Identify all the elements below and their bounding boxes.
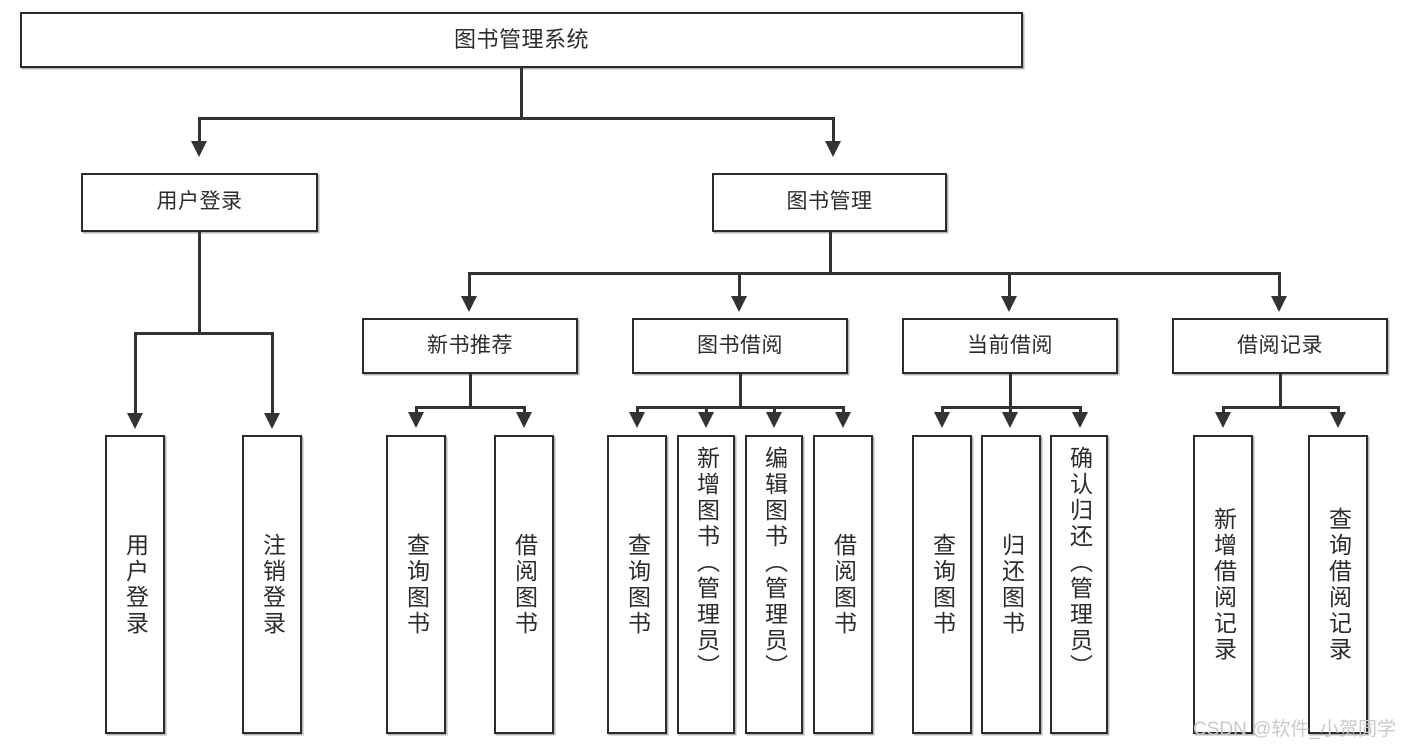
- connector-login-bar: [134, 332, 273, 335]
- connector-login-to-leaf-0: [134, 332, 137, 417]
- leaf-borrow-edit-admin[interactable]: 编辑图书（管理员）: [745, 435, 803, 734]
- arrowhead-login-leaf-1: [264, 413, 280, 429]
- node-label: 图书管理系统: [453, 27, 589, 53]
- arrowhead-login-leaf-0: [127, 413, 143, 429]
- node-book-borrow[interactable]: 图书借阅: [632, 318, 848, 374]
- leaf-label: 归还图书: [998, 532, 1025, 637]
- leaf-user-login-login[interactable]: 用户登录: [105, 435, 165, 734]
- leaf-current-query[interactable]: 查询图书: [912, 435, 972, 734]
- arrowhead-borrow-leaf-2: [766, 412, 782, 428]
- connector-manage-to-l3-1: [738, 272, 741, 300]
- node-user-login[interactable]: 用户登录: [81, 173, 318, 232]
- csdn-watermark: CSDN @软件_小贺同学: [1193, 719, 1396, 740]
- leaf-user-login-logout[interactable]: 注销登录: [242, 435, 302, 734]
- node-borrow-records[interactable]: 借阅记录: [1172, 318, 1388, 374]
- connector-login-stem: [198, 232, 201, 334]
- connector-newbook-stem: [469, 374, 472, 408]
- leaf-current-return[interactable]: 归还图书: [981, 435, 1041, 734]
- connector-records-stem: [1279, 374, 1282, 408]
- leaf-borrow-query[interactable]: 查询图书: [607, 435, 667, 734]
- arrowhead-manage-l3-0: [461, 296, 477, 312]
- node-label: 新书推荐: [427, 333, 513, 357]
- leaf-borrow-add-admin[interactable]: 新增图书（管理员）: [677, 435, 735, 734]
- leaf-label: 用户登录: [122, 532, 149, 637]
- node-book-management[interactable]: 图书管理: [712, 173, 947, 232]
- leaf-label: 编辑图书（管理员）: [761, 446, 788, 680]
- arrowhead-newbook-leaf-1: [516, 412, 532, 428]
- connector-borrow-bar: [636, 406, 844, 409]
- connector-manage-stem: [829, 232, 832, 274]
- leaf-current-confirm-admin[interactable]: 确认归还（管理员）: [1050, 435, 1108, 734]
- node-label: 当前借阅: [967, 333, 1053, 357]
- arrowhead-borrow-leaf-0: [629, 412, 645, 428]
- arrowhead-borrow-leaf-1: [698, 412, 714, 428]
- leaf-label: 注销登录: [259, 532, 286, 637]
- arrowhead-manage-l3-1: [731, 296, 747, 312]
- connector-manage-to-l3-3: [1278, 272, 1281, 300]
- leaf-new-book-borrow[interactable]: 借阅图书: [494, 435, 554, 734]
- leaf-label: 新增图书（管理员）: [693, 446, 720, 680]
- connector-manage-bar: [468, 272, 1280, 275]
- node-current-borrow[interactable]: 当前借阅: [902, 318, 1118, 374]
- node-label: 图书借阅: [697, 333, 783, 357]
- leaf-new-book-query[interactable]: 查询图书: [386, 435, 446, 734]
- leaf-borrow-borrow[interactable]: 借阅图书: [813, 435, 873, 734]
- node-new-book-recommend[interactable]: 新书推荐: [362, 318, 578, 374]
- connector-login-to-leaf-1: [271, 332, 274, 417]
- leaf-label: 查询借阅记录: [1325, 506, 1352, 663]
- connector-root-stem: [520, 68, 523, 118]
- connector-manage-to-l3-2: [1008, 272, 1011, 300]
- arrowhead-current-leaf-0: [934, 412, 950, 428]
- leaf-label: 查询图书: [929, 532, 956, 637]
- leaf-label: 借阅图书: [511, 532, 538, 637]
- node-label: 图书管理: [786, 190, 873, 214]
- arrowhead-manage-l3-2: [1001, 296, 1017, 312]
- connector-borrow-stem: [739, 374, 742, 408]
- connector-records-bar: [1222, 406, 1339, 409]
- leaf-label: 确认归还（管理员）: [1066, 446, 1093, 680]
- connector-current-stem: [1009, 374, 1012, 408]
- connector-newbook-bar: [415, 406, 525, 409]
- leaf-label: 新增借阅记录: [1210, 506, 1237, 663]
- leaf-label: 借阅图书: [830, 532, 857, 637]
- arrowhead-records-leaf-1: [1330, 412, 1346, 428]
- node-label: 用户登录: [156, 190, 243, 214]
- leaf-records-add[interactable]: 新增借阅记录: [1193, 435, 1253, 734]
- arrowhead-current-leaf-1: [1002, 412, 1018, 428]
- arrowhead-root-to-login: [191, 141, 207, 157]
- arrowhead-manage-l3-3: [1271, 296, 1287, 312]
- leaf-label: 查询图书: [403, 532, 430, 637]
- connector-root-to-manage: [832, 117, 835, 145]
- node-root-system[interactable]: 图书管理系统: [20, 12, 1023, 68]
- arrowhead-current-leaf-2: [1072, 412, 1088, 428]
- arrowhead-records-leaf-0: [1215, 412, 1231, 428]
- node-label: 借阅记录: [1237, 333, 1323, 357]
- connector-root-to-login: [198, 117, 201, 145]
- connector-manage-to-l3-0: [468, 272, 471, 300]
- connector-root-bar: [198, 117, 834, 120]
- arrowhead-newbook-leaf-0: [408, 412, 424, 428]
- arrowhead-root-to-manage: [825, 141, 841, 157]
- leaf-records-query[interactable]: 查询借阅记录: [1308, 435, 1368, 734]
- arrowhead-borrow-leaf-3: [835, 412, 851, 428]
- leaf-label: 查询图书: [624, 532, 651, 637]
